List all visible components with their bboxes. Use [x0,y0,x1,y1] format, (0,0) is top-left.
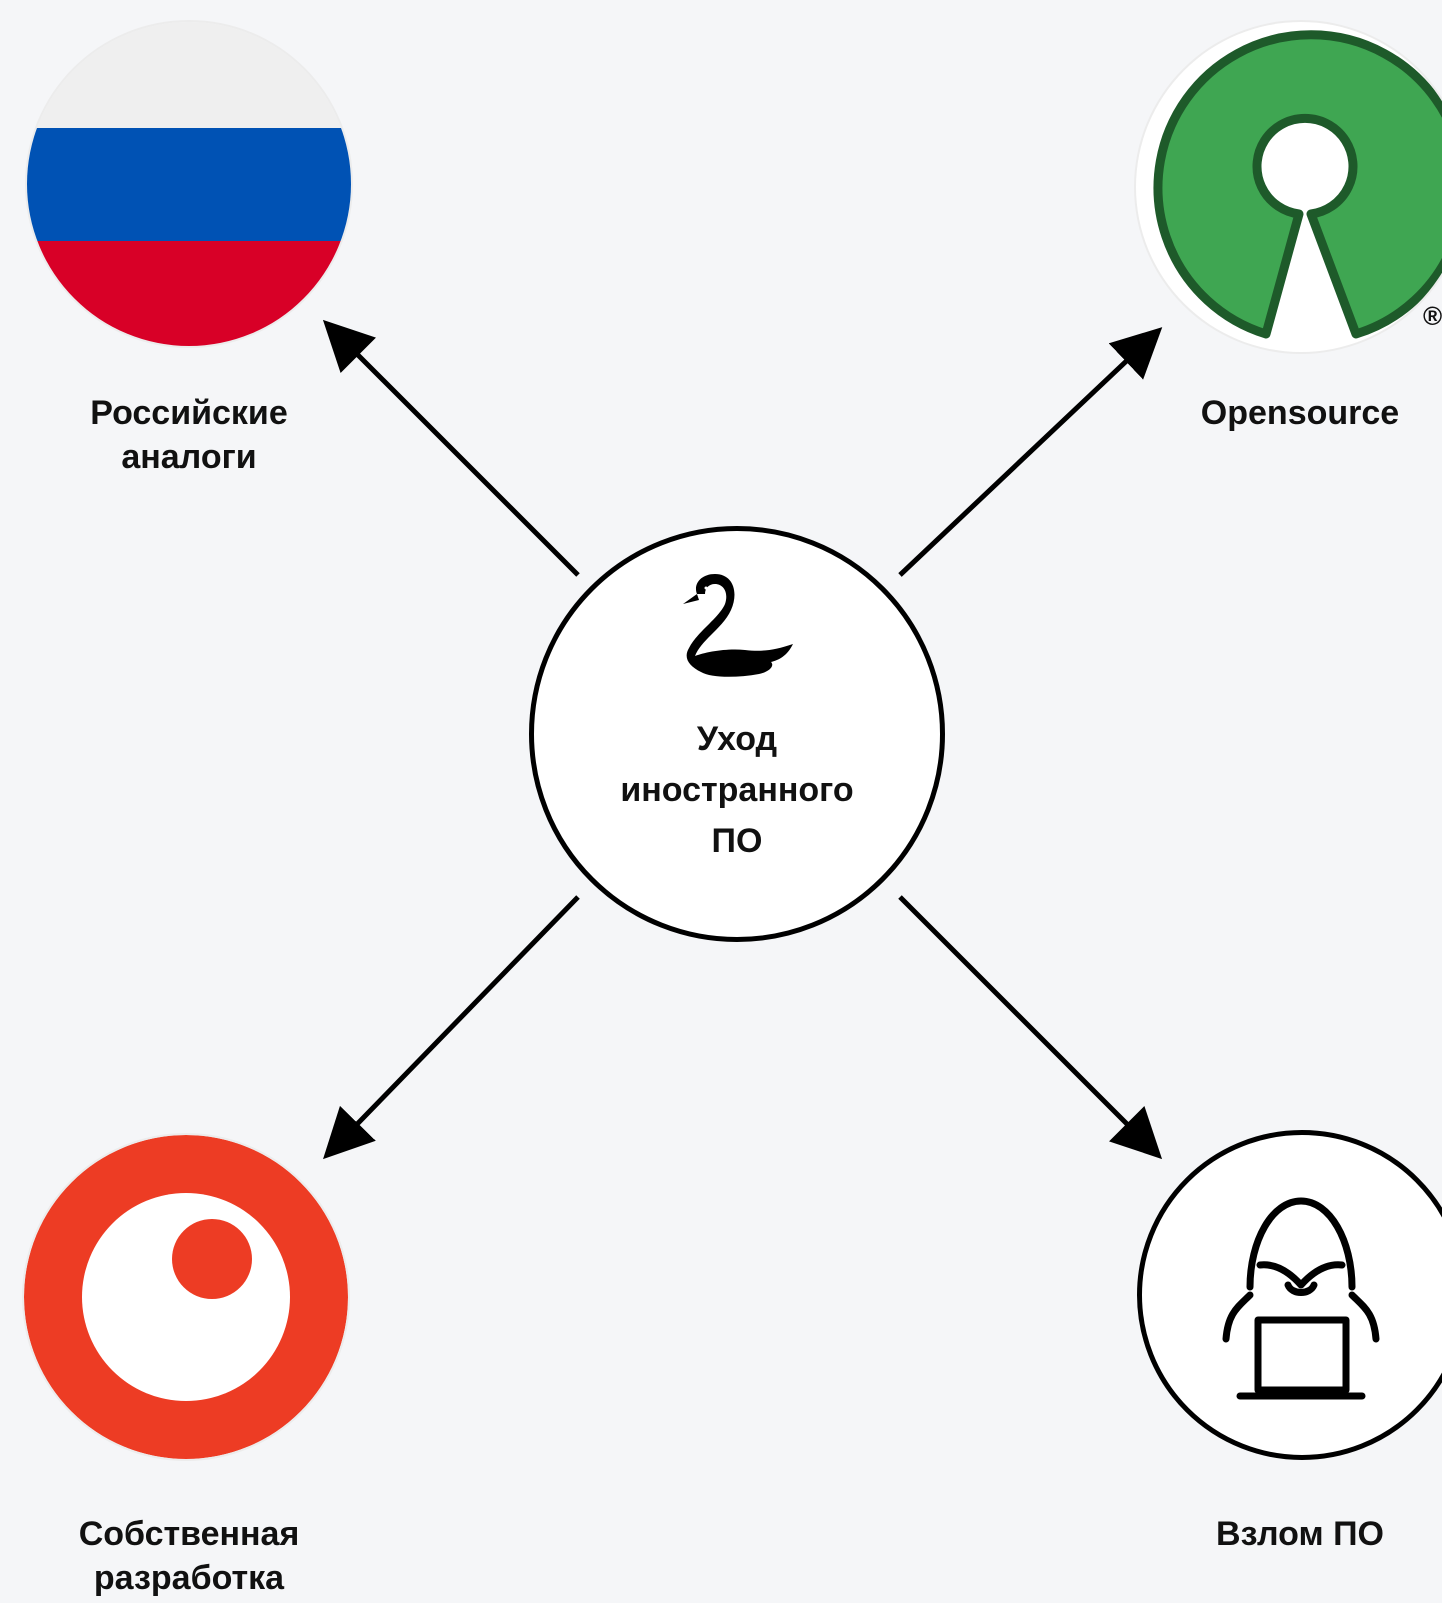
own-development-label: Собственная разработка [78,1515,300,1597]
hacking-label: Взлом ПО [1216,1515,1384,1553]
arrow-to-opensource [898,327,1163,577]
russian-analogs-node[interactable] [27,22,351,346]
arrow-to-russian [322,319,580,577]
hacker-laptop-icon [1222,1197,1380,1400]
arrow-to-own [323,895,580,1160]
opensource-node[interactable] [1136,22,1442,352]
arrow-to-hack [898,895,1163,1160]
black-swan-icon [683,574,793,677]
own-development-node[interactable] [24,1135,348,1459]
red-ring-icon [24,1135,348,1459]
center-label: Уход иностранного ПО [620,720,854,860]
registered-mark: ® [1423,301,1442,331]
open-source-keyhole-icon [1153,30,1442,339]
russian-flag-icon [27,22,351,346]
hacking-node[interactable] [1137,1130,1442,1460]
russian-analogs-label: Российские аналоги [90,394,288,476]
opensource-label: Opensource [1200,394,1400,432]
center-node[interactable]: Уход иностранного ПО [529,526,945,942]
